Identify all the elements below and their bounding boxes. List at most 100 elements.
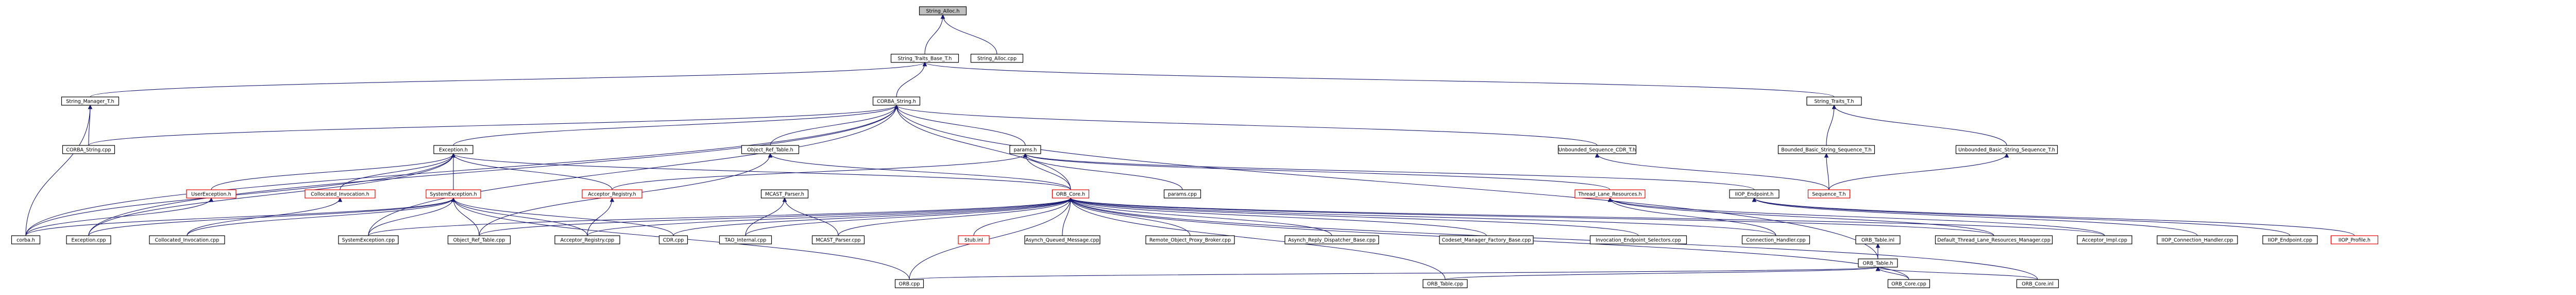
node-label: Invocation_Endpoint_Selectors.cpp [1596, 238, 1681, 243]
include-edge [1070, 198, 2038, 280]
node-bounded-basic-string-sequence-t-h[interactable]: Bounded_Basic_String_Sequence_T.h [1777, 145, 1875, 154]
node-corba-string-h[interactable]: CORBA_String.h [872, 96, 921, 106]
include-edge [88, 105, 897, 236]
node-corba-h[interactable]: corba.h [11, 235, 41, 244]
node-stub-inl[interactable]: Stub.inl [958, 235, 990, 244]
node-unbounded-basic-string-sequence-t-h[interactable]: Unbounded_Basic_String_Sequence_T.h [1955, 145, 2058, 154]
node-label: corba.h [16, 238, 35, 243]
node-remote-object-proxy-broker-cpp[interactable]: Remote_Object_Proxy_Broker.cpp [1145, 235, 1235, 244]
node-orb-table-h[interactable]: ORB_Table.h [1858, 258, 1898, 268]
node-string-traits-base-t-h[interactable]: String_Traits_Base_T.h [890, 54, 959, 63]
include-edge [88, 153, 454, 236]
node-label: IIOP_Profile.h [2338, 238, 2370, 243]
node-orb-cpp[interactable]: ORB.cpp [894, 279, 924, 288]
include-edge [1025, 153, 1071, 190]
include-edge [973, 198, 1071, 236]
node-sequence-t-h[interactable]: Sequence_T.h [1807, 189, 1851, 199]
include-edge [1754, 198, 2198, 236]
node-box [919, 6, 967, 15]
node-collocated-invocation-h[interactable]: Collocated_Invocation.h [304, 189, 376, 199]
node-string-manager-t-h[interactable]: String_Manager_T.h [61, 96, 120, 106]
node-acceptor-impl-cpp[interactable]: Acceptor_Impl.cpp [2077, 235, 2132, 244]
node-params-h[interactable]: params.h [1009, 145, 1041, 154]
node-string-alloc-h[interactable]: String_Alloc.h [919, 6, 967, 15]
edge-arrowhead [922, 61, 927, 67]
node-string-traits-t-h[interactable]: String_Traits_T.h [1806, 96, 1862, 106]
node-string-alloc-cpp[interactable]: String_Alloc.cpp [970, 54, 1024, 63]
node-mcast-parser-cpp[interactable]: MCAST_Parser.cpp [811, 235, 865, 244]
include-edge [942, 14, 997, 55]
node-label: ORB_Core.h [1056, 192, 1085, 198]
node-label: Asynch_Reply_Dispatcher_Base.cpp [1288, 238, 1376, 243]
node-acceptor-registry-cpp[interactable]: Acceptor_Registry.cpp [554, 235, 620, 244]
node-systemexception-h[interactable]: SystemException.h [426, 189, 481, 199]
node-codeset-manager-factory-base-cpp[interactable]: Codeset_Manager_Factory_Base.cpp [1439, 235, 1534, 244]
include-edge [587, 198, 1071, 236]
node-asynch-queued-message-cpp[interactable]: Asynch_Queued_Message.cpp [1024, 235, 1100, 244]
include-edge [211, 153, 454, 190]
node-systemexception-cpp[interactable]: SystemException.cpp [338, 235, 399, 244]
node-iiop-profile-h[interactable]: IIOP_Profile.h [2330, 235, 2379, 244]
node-box [338, 235, 399, 244]
node-label: Exception.h [439, 148, 468, 153]
node-label: Codeset_Manager_Factory_Base.cpp [1442, 238, 1531, 243]
node-box [186, 189, 236, 199]
node-box [1935, 235, 2053, 244]
include-edge [187, 198, 454, 236]
node-orb-table-cpp[interactable]: ORB_Table.cpp [1422, 279, 1468, 288]
node-label: Remote_Object_Proxy_Broker.cpp [1149, 238, 1231, 243]
node-label: Object_Ref_Table.h [747, 148, 793, 153]
node-mcast-parser-h[interactable]: MCAST_Parser.h [760, 189, 809, 199]
node-label: params.h [1014, 148, 1037, 153]
include-edge [896, 105, 1598, 146]
node-default-thread-lane-resources-manager-cpp[interactable]: Default_Thread_Lane_Resources_Manager.cp… [1935, 235, 2053, 244]
edge-arrowhead [1607, 197, 1613, 202]
include-edge [453, 153, 613, 190]
node-asynch-reply-dispatcher-base-cpp[interactable]: Asynch_Reply_Dispatcher_Base.cpp [1284, 235, 1379, 244]
node-label: Sequence_T.h [1812, 192, 1845, 198]
node-orb-core-cpp[interactable]: ORB_Core.cpp [1887, 279, 1930, 288]
node-orb-core-inl[interactable]: ORB_Core.inl [2016, 279, 2059, 288]
node-cdr-cpp[interactable]: CDR.cpp [658, 235, 688, 244]
include-edge [187, 198, 341, 236]
include-edge [25, 153, 454, 236]
node-label: ORB_Table.cpp [1427, 282, 1463, 287]
include-edge [90, 62, 925, 97]
include-edge [479, 198, 1071, 236]
include-edge [453, 105, 897, 146]
node-orb-core-h[interactable]: ORB_Core.h [1052, 189, 1090, 199]
node-box [1422, 279, 1468, 288]
node-acceptor-registry-h[interactable]: Acceptor_Registry.h [582, 189, 642, 199]
include-edge [924, 14, 943, 55]
node-thread-lane-resources-h[interactable]: Thread_Lane_Resources.h [1574, 189, 1646, 199]
node-box [970, 54, 1024, 63]
node-orb-table-inl[interactable]: ORB_Table.inl [1855, 235, 1901, 244]
node-tao-internal-cpp[interactable]: TAO_Internal.cpp [719, 235, 772, 244]
node-label: SystemException.h [430, 192, 477, 198]
node-box [1855, 235, 1901, 244]
node-label: ORB.cpp [899, 282, 920, 287]
node-object-ref-table-cpp[interactable]: Object_Ref_Table.cpp [447, 235, 511, 244]
node-corba-string-cpp[interactable]: CORBA_String.cpp [62, 145, 115, 154]
node-invocation-endpoint-selectors-cpp[interactable]: Invocation_Endpoint_Selectors.cpp [1589, 235, 1687, 244]
include-edge [909, 198, 1071, 280]
include-edge [838, 198, 1071, 236]
node-userexception-h[interactable]: UserException.h [186, 189, 236, 199]
node-exception-cpp[interactable]: Exception.cpp [66, 235, 111, 244]
node-unbounded-sequence-cdr-t-h[interactable]: Unbounded_Sequence_CDR_T.h [1557, 145, 1637, 154]
node-iiop-endpoint-h[interactable]: IIOP_Endpoint.h [1729, 189, 1780, 199]
node-iiop-endpoint-cpp[interactable]: IIOP_Endpoint.cpp [2262, 235, 2318, 244]
include-edge [1062, 198, 1071, 236]
include-edge [1826, 105, 1835, 146]
node-collocated-invocation-cpp[interactable]: Collocated_Invocation.cpp [149, 235, 225, 244]
node-connection-handler-cpp[interactable]: Connection_Handler.cpp [1741, 235, 1810, 244]
include-edge [1445, 267, 1878, 280]
node-box [447, 235, 511, 244]
node-label: Acceptor_Registry.h [588, 192, 636, 198]
node-exception-h[interactable]: Exception.h [433, 145, 473, 154]
node-iiop-connection-handler-cpp[interactable]: IIOP_Connection_Handler.cpp [2157, 235, 2238, 244]
include-edge [924, 62, 1835, 97]
node-params-cpp[interactable]: params.cpp [1163, 189, 1201, 199]
node-object-ref-table-h[interactable]: Object_Ref_Table.h [741, 145, 800, 154]
